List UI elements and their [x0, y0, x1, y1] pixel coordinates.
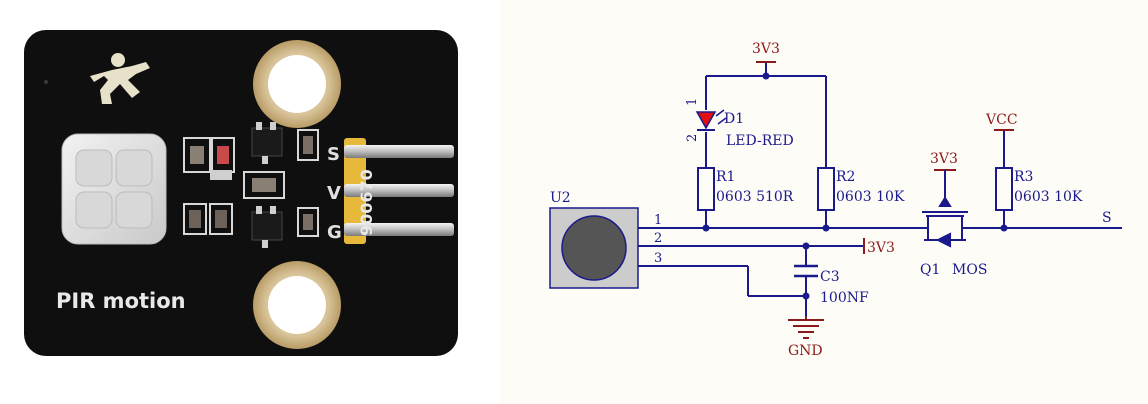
sensor-u2-symbol [549, 207, 639, 289]
mounting-hole-bottom [253, 261, 341, 349]
pin2-supply-label: 3V3 [867, 240, 895, 256]
signal-label: S [1102, 210, 1112, 226]
r1-value: 0603 510R [716, 189, 794, 205]
led-pin2: 2 [685, 134, 700, 142]
led-d1-symbol [695, 109, 727, 131]
pin-header [344, 138, 454, 244]
led-ref: D1 [724, 111, 744, 127]
resistor-r2-symbol [817, 167, 835, 211]
sensor-pin2: 2 [654, 231, 662, 246]
resistor-r3-symbol [995, 167, 1013, 211]
c3-value: 100NF [820, 290, 869, 306]
pin-label-v: V [327, 183, 341, 204]
sensor-ref: U2 [550, 190, 571, 206]
board-label: PIR motion [56, 289, 186, 313]
vcc-label: VCC [985, 112, 1018, 128]
sensor-pin3: 3 [654, 251, 662, 266]
label-3v3-top: 3V3 [752, 41, 780, 57]
schematic-drawing: 3V3 1 2 D1 LED-RED R1 0603 510R R2 0603 … [549, 41, 1122, 359]
mounting-hole-top [253, 40, 341, 128]
r3-value: 0603 10K [1014, 189, 1083, 205]
r2-value: 0603 10K [836, 189, 905, 205]
r3-ref: R3 [1014, 169, 1033, 185]
mosfet-value: MOS [952, 262, 987, 278]
pin-label-s: S [327, 144, 340, 165]
pin-label-g: G [327, 222, 342, 243]
junction-dots [702, 72, 1008, 300]
gnd-label: GND [788, 343, 823, 359]
c3-ref: C3 [820, 269, 840, 285]
silkscreen-code: 900670 [357, 169, 376, 236]
mosfet-ref: Q1 [920, 262, 940, 278]
pcb-drawing: S V G 900670 PIR motion [24, 30, 458, 356]
mosfet-q1-symbol [922, 170, 968, 248]
pcb-photo: S V G 900670 PIR motion [0, 0, 500, 404]
pcb-board [24, 30, 458, 356]
schematic: 3V3 1 2 D1 LED-RED R1 0603 510R R2 0603 … [500, 0, 1148, 404]
running-person-icon [90, 53, 150, 104]
pir-sensor-dome [61, 133, 167, 245]
resistor-r1-symbol [697, 167, 715, 211]
r1-ref: R1 [716, 169, 735, 185]
sensor-pin1: 1 [654, 213, 662, 228]
led-value: LED-RED [726, 133, 794, 149]
capacitor-c3-symbol [794, 264, 818, 278]
mosfet-supply-label: 3V3 [930, 151, 958, 167]
r2-ref: R2 [836, 169, 855, 185]
led-pin1: 1 [685, 98, 700, 106]
smd-components [183, 122, 319, 248]
